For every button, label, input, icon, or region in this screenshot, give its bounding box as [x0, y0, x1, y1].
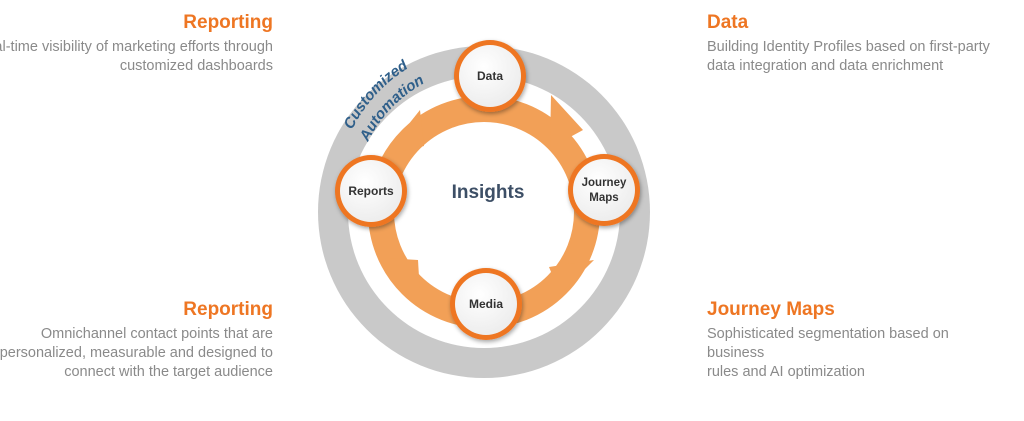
node-media: Media — [450, 268, 522, 340]
node-journey-maps: Journey Maps — [568, 154, 640, 226]
center-label-insights: Insights — [452, 182, 525, 203]
arrow-left-top — [384, 110, 424, 155]
journey-maps-line-2: business — [707, 345, 765, 361]
node-media-label: Media — [469, 297, 503, 311]
node-journey-label-1: Journey — [582, 177, 627, 189]
journey-maps-title: Journey Maps — [707, 299, 835, 320]
reporting-top-description: Real-time visibility of marketing effort… — [0, 39, 273, 74]
reporting-bottom-description: Omnichannel contact points that are pers… — [0, 326, 273, 380]
node-data-label: Data — [477, 69, 503, 83]
reporting-top-block: Reporting Real-time visibility of market… — [0, 12, 273, 76]
node-reports: Reports — [335, 155, 407, 227]
reporting-top-title: Reporting — [183, 12, 273, 33]
journey-maps-block: Journey Maps Sophisticated segmentation … — [707, 299, 1007, 382]
reporting-bottom-block: Reporting Omnichannel contact points tha… — [0, 299, 273, 382]
journey-maps-description: Sophisticated segmentation based on busi… — [707, 325, 1007, 382]
arrow-left-bottom — [385, 258, 420, 294]
data-block: Data Building Identity Profiles based on… — [707, 12, 1017, 76]
reporting-bottom-title: Reporting — [183, 299, 273, 320]
node-journey-label-2: Maps — [589, 192, 618, 204]
data-title: Data — [707, 12, 749, 33]
arrow-right-bottom — [549, 260, 594, 294]
data-description: Building Identity Profiles based on firs… — [707, 39, 990, 74]
node-data: Data — [454, 40, 526, 112]
node-reports-label: Reports — [348, 184, 394, 198]
journey-maps-line-1: Sophisticated segmentation based on — [707, 326, 949, 342]
arrow-right-top — [550, 95, 583, 148]
journey-maps-line-3: rules and AI optimization — [707, 364, 865, 380]
